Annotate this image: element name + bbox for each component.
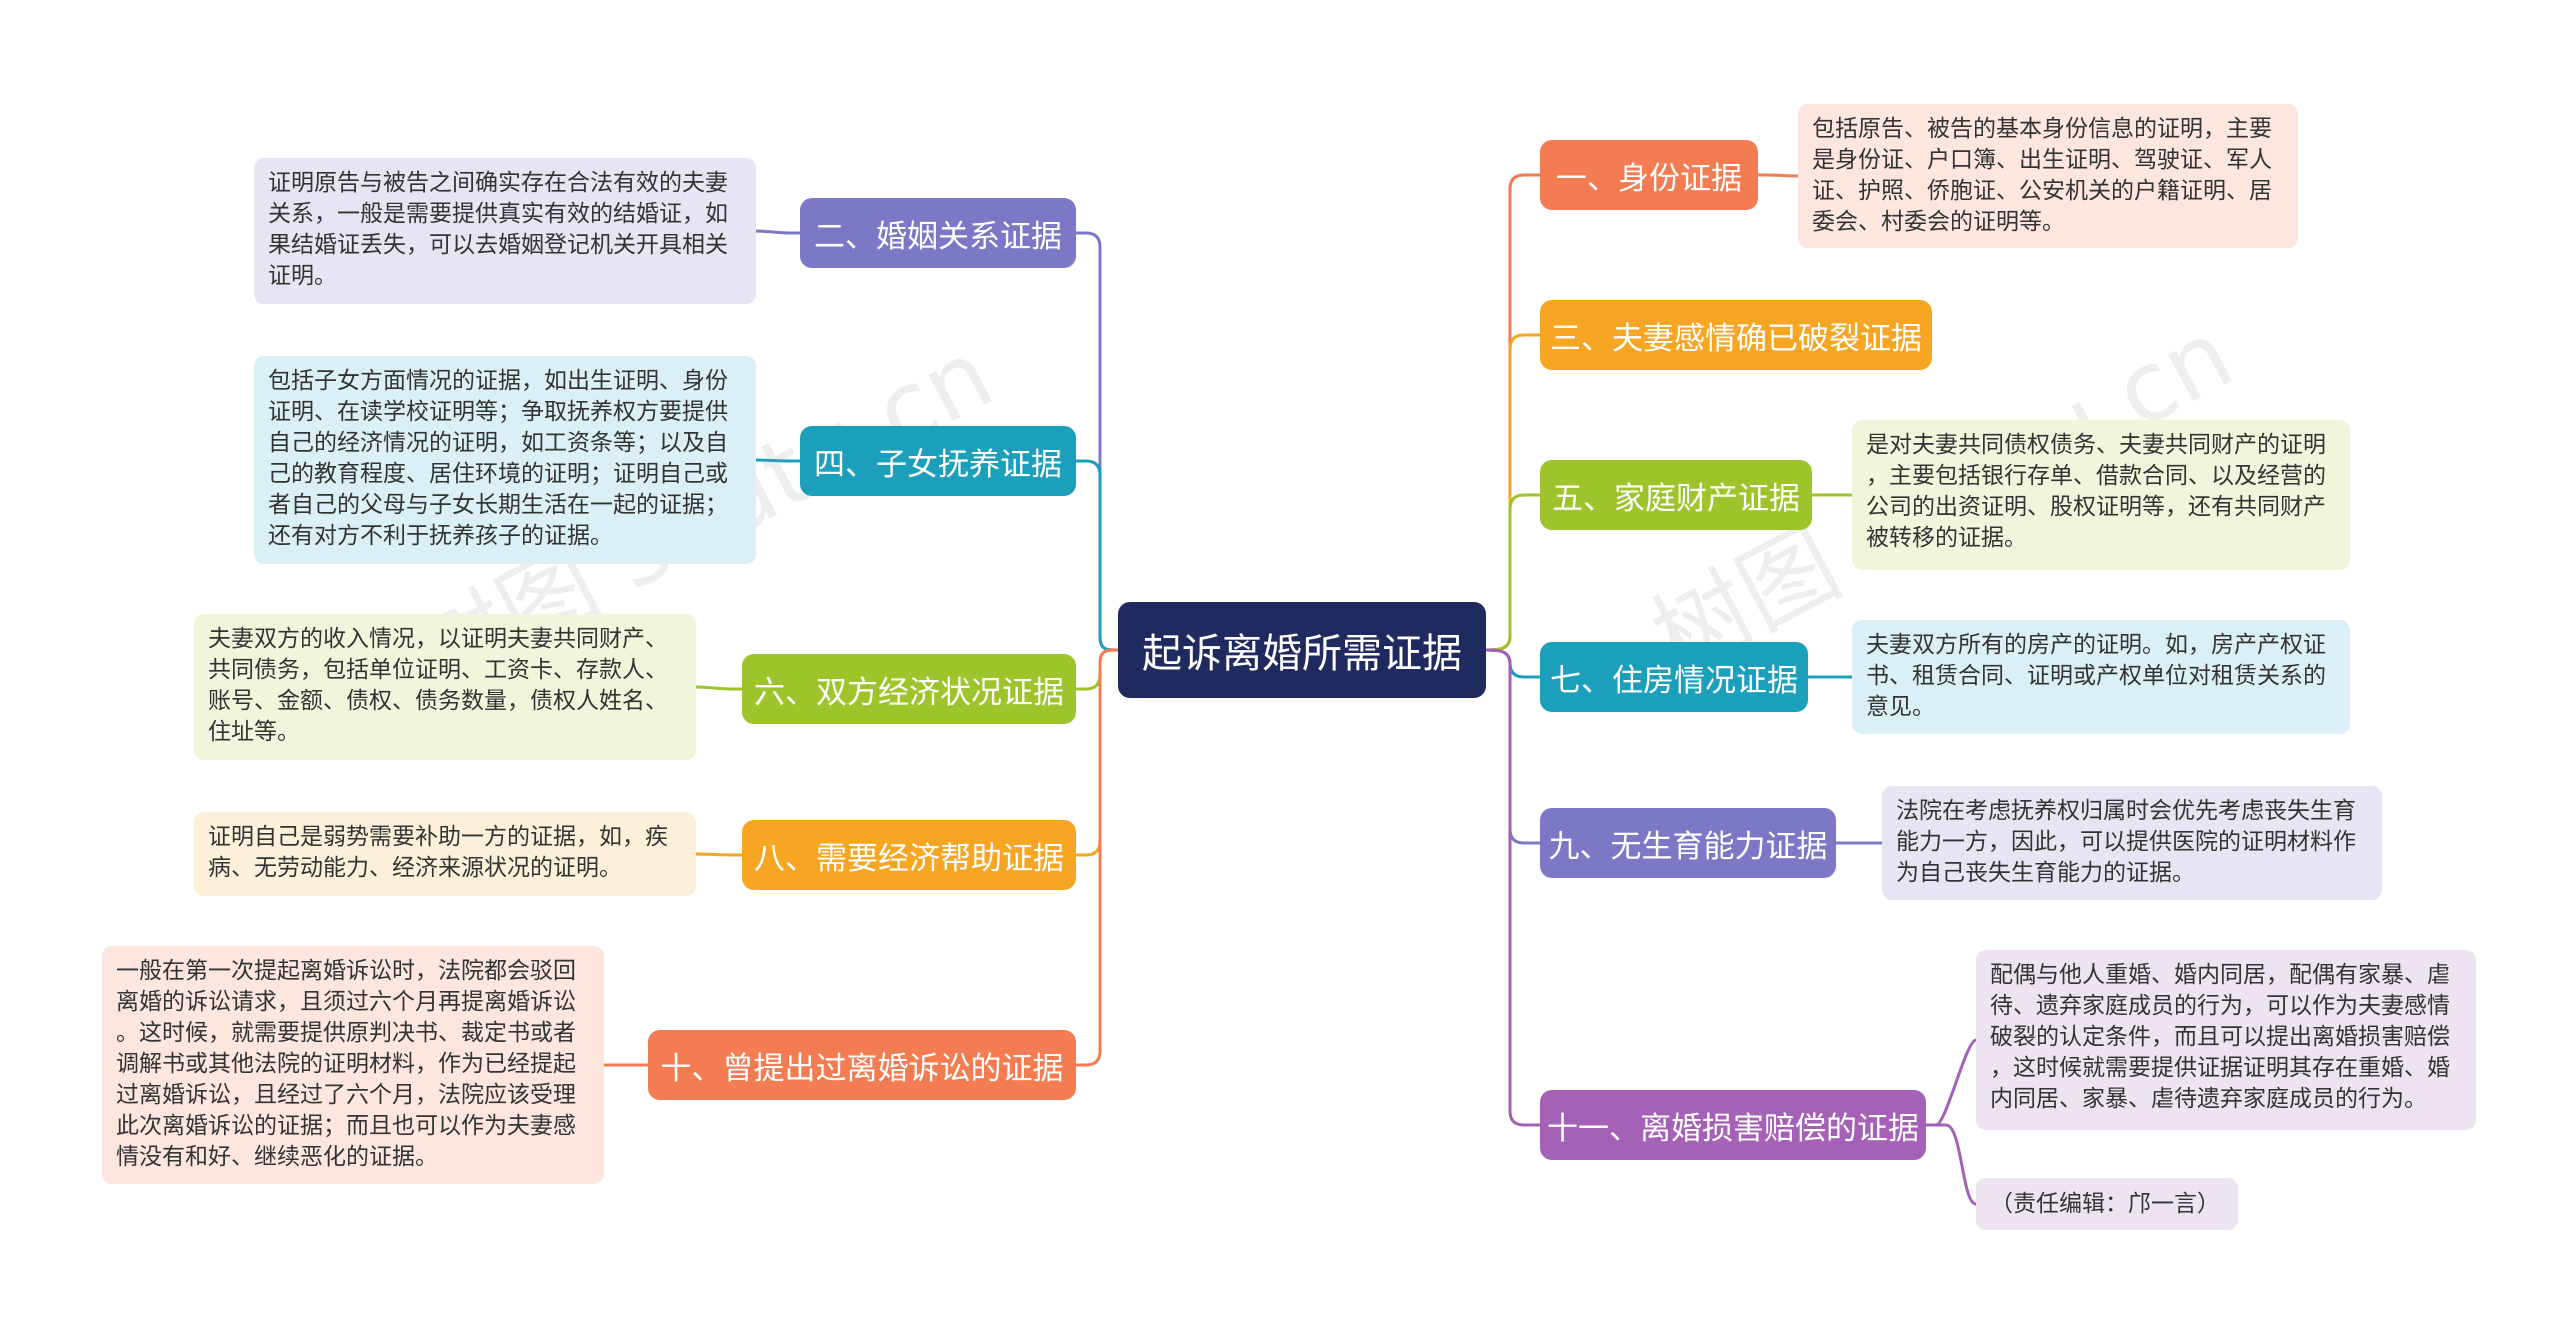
connector-line <box>1484 493 1542 652</box>
note-editor-credit: （责任编辑：邝一言） <box>1976 1178 2238 1230</box>
note-financial-aid-evidence: 证明自己是弱势需要补助一方的证据，如，疾病、无劳动能力、经济来源状况的证明。 <box>194 812 696 896</box>
note-prior-divorce-suit-evidence: 一般在第一次提起离婚诉讼时，法院都会驳回离婚的诉讼请求，且须过六个月再提离婚诉讼… <box>102 946 604 1184</box>
note-identity-evidence: 包括原告、被告的基本身份信息的证明，主要是身份证、户口簿、出生证明、驾驶证、军人… <box>1798 104 2298 248</box>
connector-line <box>754 458 802 463</box>
topic-marriage-evidence[interactable]: 二、婚姻关系证据 <box>800 198 1076 268</box>
connector-line <box>1074 459 1120 652</box>
topic-infertility-evidence[interactable]: 九、无生育能力证据 <box>1540 808 1836 878</box>
connector-line <box>1484 648 1542 845</box>
connector-line <box>1074 648 1120 857</box>
note-marriage-evidence: 证明原告与被告之间确实存在合法有效的夫妻关系，一般是需要提供真实有效的结婚证，如… <box>254 158 756 304</box>
topic-child-custody-evidence[interactable]: 四、子女抚养证据 <box>800 426 1076 496</box>
connector-line <box>1074 648 1120 691</box>
note-damage-compensation-evidence: 配偶与他人重婚、婚内同居，配偶有家暴、虐待、遗弃家庭成员的行为，可以作为夫妻感情… <box>1976 950 2476 1130</box>
topic-identity-evidence[interactable]: 一、身份证据 <box>1540 140 1758 210</box>
connector-line <box>1484 648 1542 679</box>
connector-line <box>1924 1123 1978 1206</box>
connector-line <box>1074 648 1120 1067</box>
topic-housing-evidence[interactable]: 七、住房情况证据 <box>1540 642 1808 712</box>
connector-line <box>1484 333 1542 652</box>
note-child-custody-evidence: 包括子女方面情况的证据，如出生证明、身份证明、在读学校证明等；争取抚养权方要提供… <box>254 356 756 564</box>
note-family-property-evidence: 是对夫妻共同债权债务、夫妻共同财产的证明，主要包括银行存单、借款合同、以及经营的… <box>1852 420 2350 570</box>
topic-family-property-evidence[interactable]: 五、家庭财产证据 <box>1540 460 1812 530</box>
connector-line <box>694 685 744 691</box>
connector-line <box>1484 173 1542 652</box>
central-topic[interactable]: 起诉离婚所需证据 <box>1118 602 1486 698</box>
connector-line <box>754 229 802 235</box>
topic-relationship-broken-evidence[interactable]: 三、夫妻感情确已破裂证据 <box>1540 300 1932 370</box>
topic-economic-status-evidence[interactable]: 六、双方经济状况证据 <box>742 654 1076 724</box>
note-economic-status-evidence: 夫妻双方的收入情况，以证明夫妻共同财产、共同债务，包括单位证明、工资卡、存款人、… <box>194 614 696 760</box>
connector-line <box>694 852 744 857</box>
connector-line <box>1074 231 1120 652</box>
connector-line <box>1756 173 1800 178</box>
topic-damage-compensation-evidence[interactable]: 十一、离婚损害赔偿的证据 <box>1540 1090 1926 1160</box>
connector-line <box>1484 648 1542 1127</box>
note-housing-evidence: 夫妻双方所有的房产的证明。如，房产产权证书、租赁合同、证明或产权单位对租赁关系的… <box>1852 620 2350 734</box>
note-infertility-evidence: 法院在考虑抚养权归属时会优先考虑丧失生育能力一方，因此，可以提供医院的证明材料作… <box>1882 786 2382 900</box>
topic-prior-divorce-suit-evidence[interactable]: 十、曾提出过离婚诉讼的证据 <box>648 1030 1076 1100</box>
topic-financial-aid-evidence[interactable]: 八、需要经济帮助证据 <box>742 820 1076 890</box>
connector-line <box>1924 1038 1978 1127</box>
